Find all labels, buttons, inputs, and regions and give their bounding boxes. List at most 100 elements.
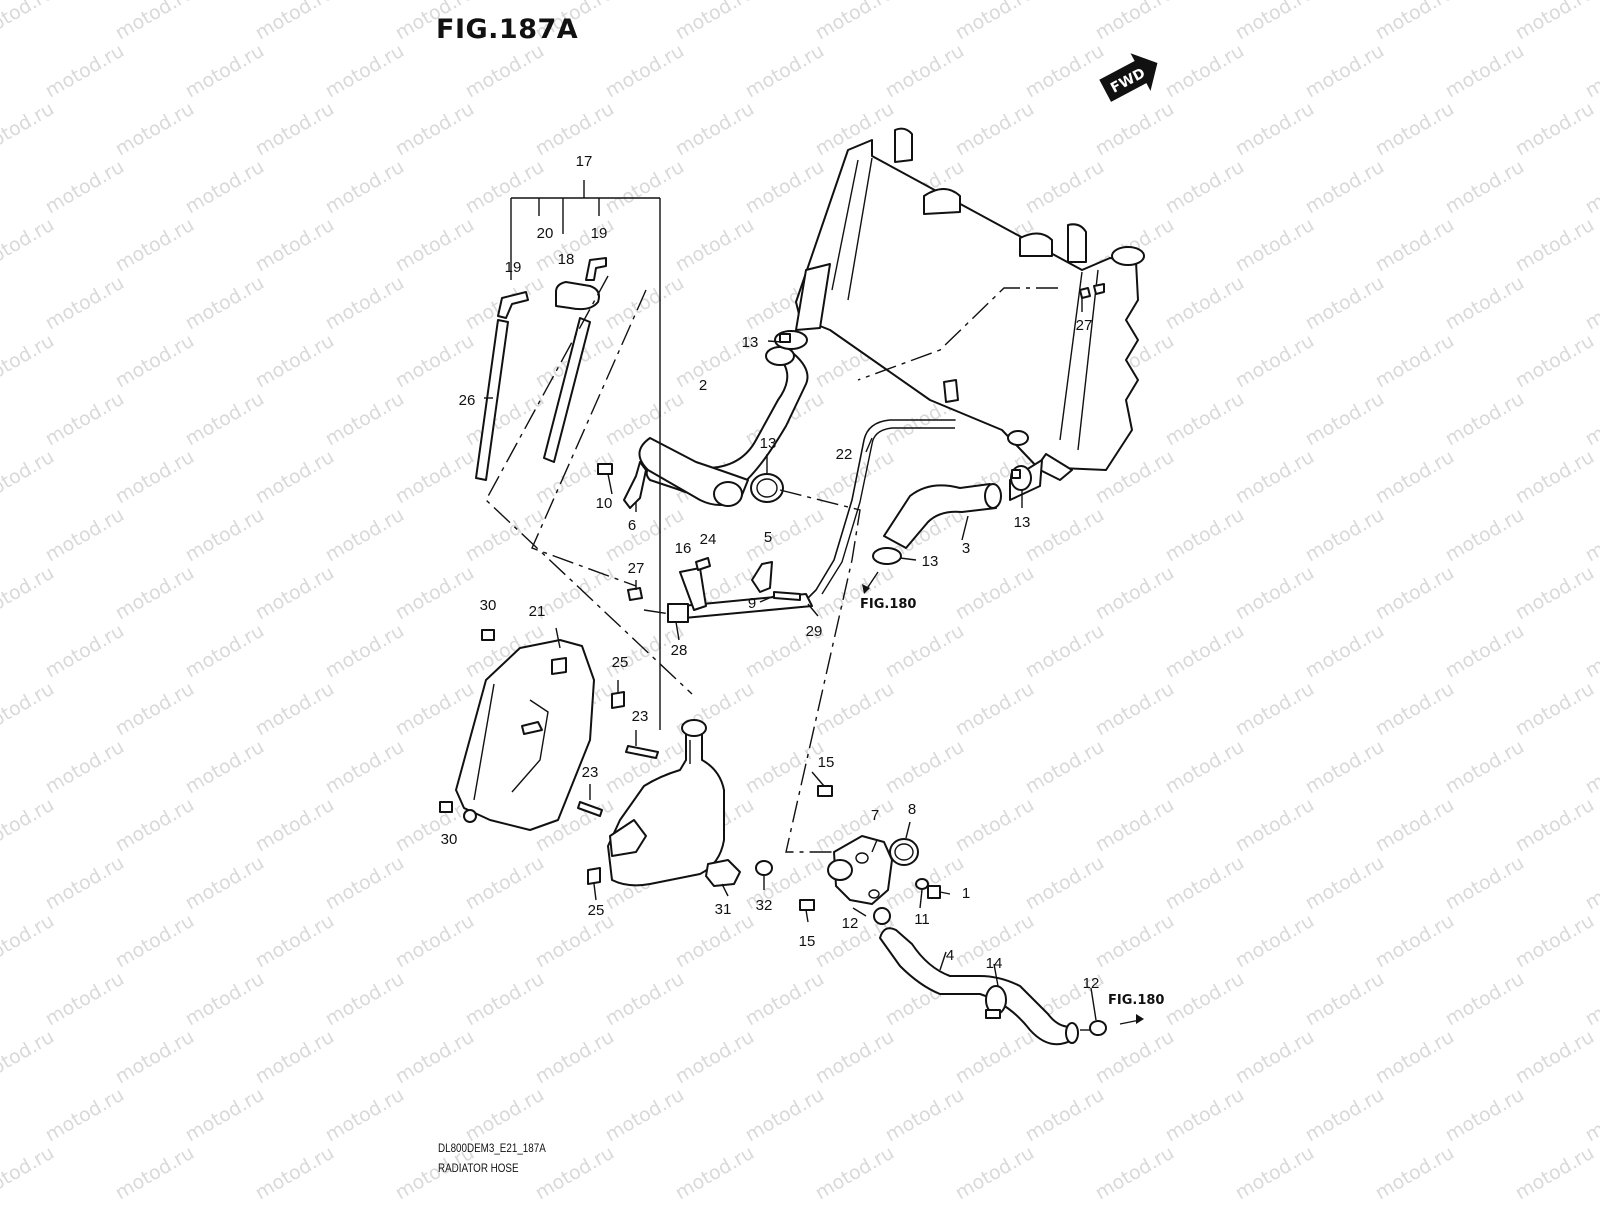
watermark-text: motod.ru	[252, 330, 338, 393]
watermark-text: motod.ru	[1512, 562, 1598, 625]
watermark-text: motod.ru	[812, 0, 898, 44]
callout-25: 25	[588, 902, 605, 919]
watermark-text: motod.ru	[1092, 562, 1178, 625]
hose-26	[476, 320, 508, 480]
watermark-text: motod.ru	[812, 1026, 898, 1089]
callout-1: 1	[962, 885, 970, 902]
watermark-text: motod.ru	[1162, 40, 1248, 103]
watermark-text: motod.ru	[462, 968, 548, 1031]
washer-11	[916, 879, 928, 889]
watermark-text: motod.ru	[0, 678, 58, 741]
watermark-text: motod.ru	[182, 968, 268, 1031]
bolt-30-upper	[482, 630, 494, 640]
watermark-text: motod.ru	[322, 736, 408, 799]
watermark-text: motod.ru	[252, 214, 338, 277]
watermark-text: motod.ru	[882, 1084, 968, 1147]
watermark-text: motod.ru	[1442, 272, 1528, 335]
callout-32: 32	[756, 897, 773, 914]
callout-13: 13	[1014, 514, 1031, 531]
callout-17: 17	[576, 153, 593, 170]
watermark-text: motod.ru	[742, 40, 828, 103]
callout-15: 15	[818, 754, 835, 771]
callout-28: 28	[671, 642, 688, 659]
callout-23: 23	[632, 708, 649, 725]
watermark-text: motod.ru	[672, 1026, 758, 1089]
callout-27: 27	[628, 560, 645, 577]
callout-16: 16	[675, 540, 692, 557]
watermark-text: motod.ru	[1232, 0, 1318, 44]
watermark-text: motod.ru	[182, 620, 268, 683]
watermark-text: motod.ru	[42, 736, 128, 799]
watermark-text: motod.ru	[602, 40, 688, 103]
callout-30: 30	[441, 831, 458, 848]
watermark-text: motod.ru	[1302, 272, 1388, 335]
watermark-text: motod.ru	[602, 272, 688, 335]
watermark-text: motod.ru	[112, 446, 198, 509]
watermark-text: motod.ru	[112, 214, 198, 277]
watermark-text: motod.ru	[1582, 272, 1600, 335]
watermark-text: motod.ru	[672, 1142, 758, 1200]
watermark-text: motod.ru	[1092, 0, 1178, 44]
watermark-text: motod.ru	[42, 620, 128, 683]
bolt-10	[598, 464, 612, 474]
watermark-text: motod.ru	[252, 678, 338, 741]
watermark-text: motod.ru	[1232, 446, 1318, 509]
watermark-text: motod.ru	[112, 910, 198, 973]
watermark-text: motod.ru	[1512, 678, 1598, 741]
watermark-text: motod.ru	[252, 1026, 338, 1089]
watermark-text: motod.ru	[0, 446, 58, 509]
watermark-text: motod.ru	[42, 388, 128, 451]
watermark-text: motod.ru	[1232, 562, 1318, 625]
ref-fig180-upper-label[interactable]: FIG.180	[860, 597, 916, 612]
watermark-text: motod.ru	[252, 0, 338, 44]
watermark-text: motod.ru	[182, 504, 268, 567]
watermark-text: motod.ru	[952, 98, 1038, 161]
bolt-9	[774, 592, 800, 600]
watermark-text: motod.ru	[602, 968, 688, 1031]
watermark-text: motod.ru	[182, 388, 268, 451]
watermark-text: motod.ru	[1442, 504, 1528, 567]
watermark-text: motod.ru	[322, 968, 408, 1031]
watermark-text: motod.ru	[1582, 968, 1600, 1031]
callout-13: 13	[760, 435, 777, 452]
clamp-12-upper	[874, 908, 890, 924]
callout-12: 12	[842, 915, 859, 932]
callout-6: 6	[628, 517, 636, 534]
watermark-text: motod.ru	[1092, 678, 1178, 741]
clamp-13-right	[1011, 466, 1031, 490]
watermark-text: motod.ru	[1512, 1142, 1598, 1200]
watermark-text: motod.ru	[1512, 0, 1598, 44]
ref-fig180-lower-label[interactable]: FIG.180	[1108, 993, 1164, 1008]
bracket-6	[624, 462, 646, 508]
watermark-text: motod.ru	[392, 678, 478, 741]
watermark-text: motod.ru	[952, 1026, 1038, 1089]
callout-2: 2	[699, 377, 707, 394]
watermark-text: motod.ru	[1582, 620, 1600, 683]
callout-26: 26	[459, 392, 476, 409]
watermark-text: motod.ru	[1512, 98, 1598, 161]
callout-25: 25	[612, 654, 629, 671]
ref-fig180-lower[interactable]: FIG.180	[1108, 993, 1164, 1024]
watermark-text: motod.ru	[1372, 910, 1458, 973]
watermark-text: motod.ru	[602, 388, 688, 451]
watermark-text: motod.ru	[812, 1142, 898, 1200]
callout-23: 23	[582, 764, 599, 781]
callout-3: 3	[962, 540, 970, 557]
watermark-text: motod.ru	[322, 504, 408, 567]
o-ring-32	[756, 861, 772, 875]
watermark-text: motod.ru	[742, 156, 828, 219]
watermark-text: motod.ru	[462, 1084, 548, 1147]
watermark-text: motod.ru	[1022, 504, 1108, 567]
watermark-text: motod.ru	[1372, 1142, 1458, 1200]
watermark-text: motod.ru	[1162, 620, 1248, 683]
watermark-text: motod.ru	[42, 852, 128, 915]
watermark-text: motod.ru	[1022, 40, 1108, 103]
bolt-15-upper	[818, 786, 832, 796]
watermark-text: motod.ru	[42, 1084, 128, 1147]
watermark-text: motod.ru	[1302, 388, 1388, 451]
watermark-text: motod.ru	[1162, 504, 1248, 567]
watermark-text: motod.ru	[1582, 1084, 1600, 1147]
watermark-text: motod.ru	[1512, 214, 1598, 277]
watermark-text: motod.ru	[112, 794, 198, 857]
watermark-text: motod.ru	[462, 504, 548, 567]
